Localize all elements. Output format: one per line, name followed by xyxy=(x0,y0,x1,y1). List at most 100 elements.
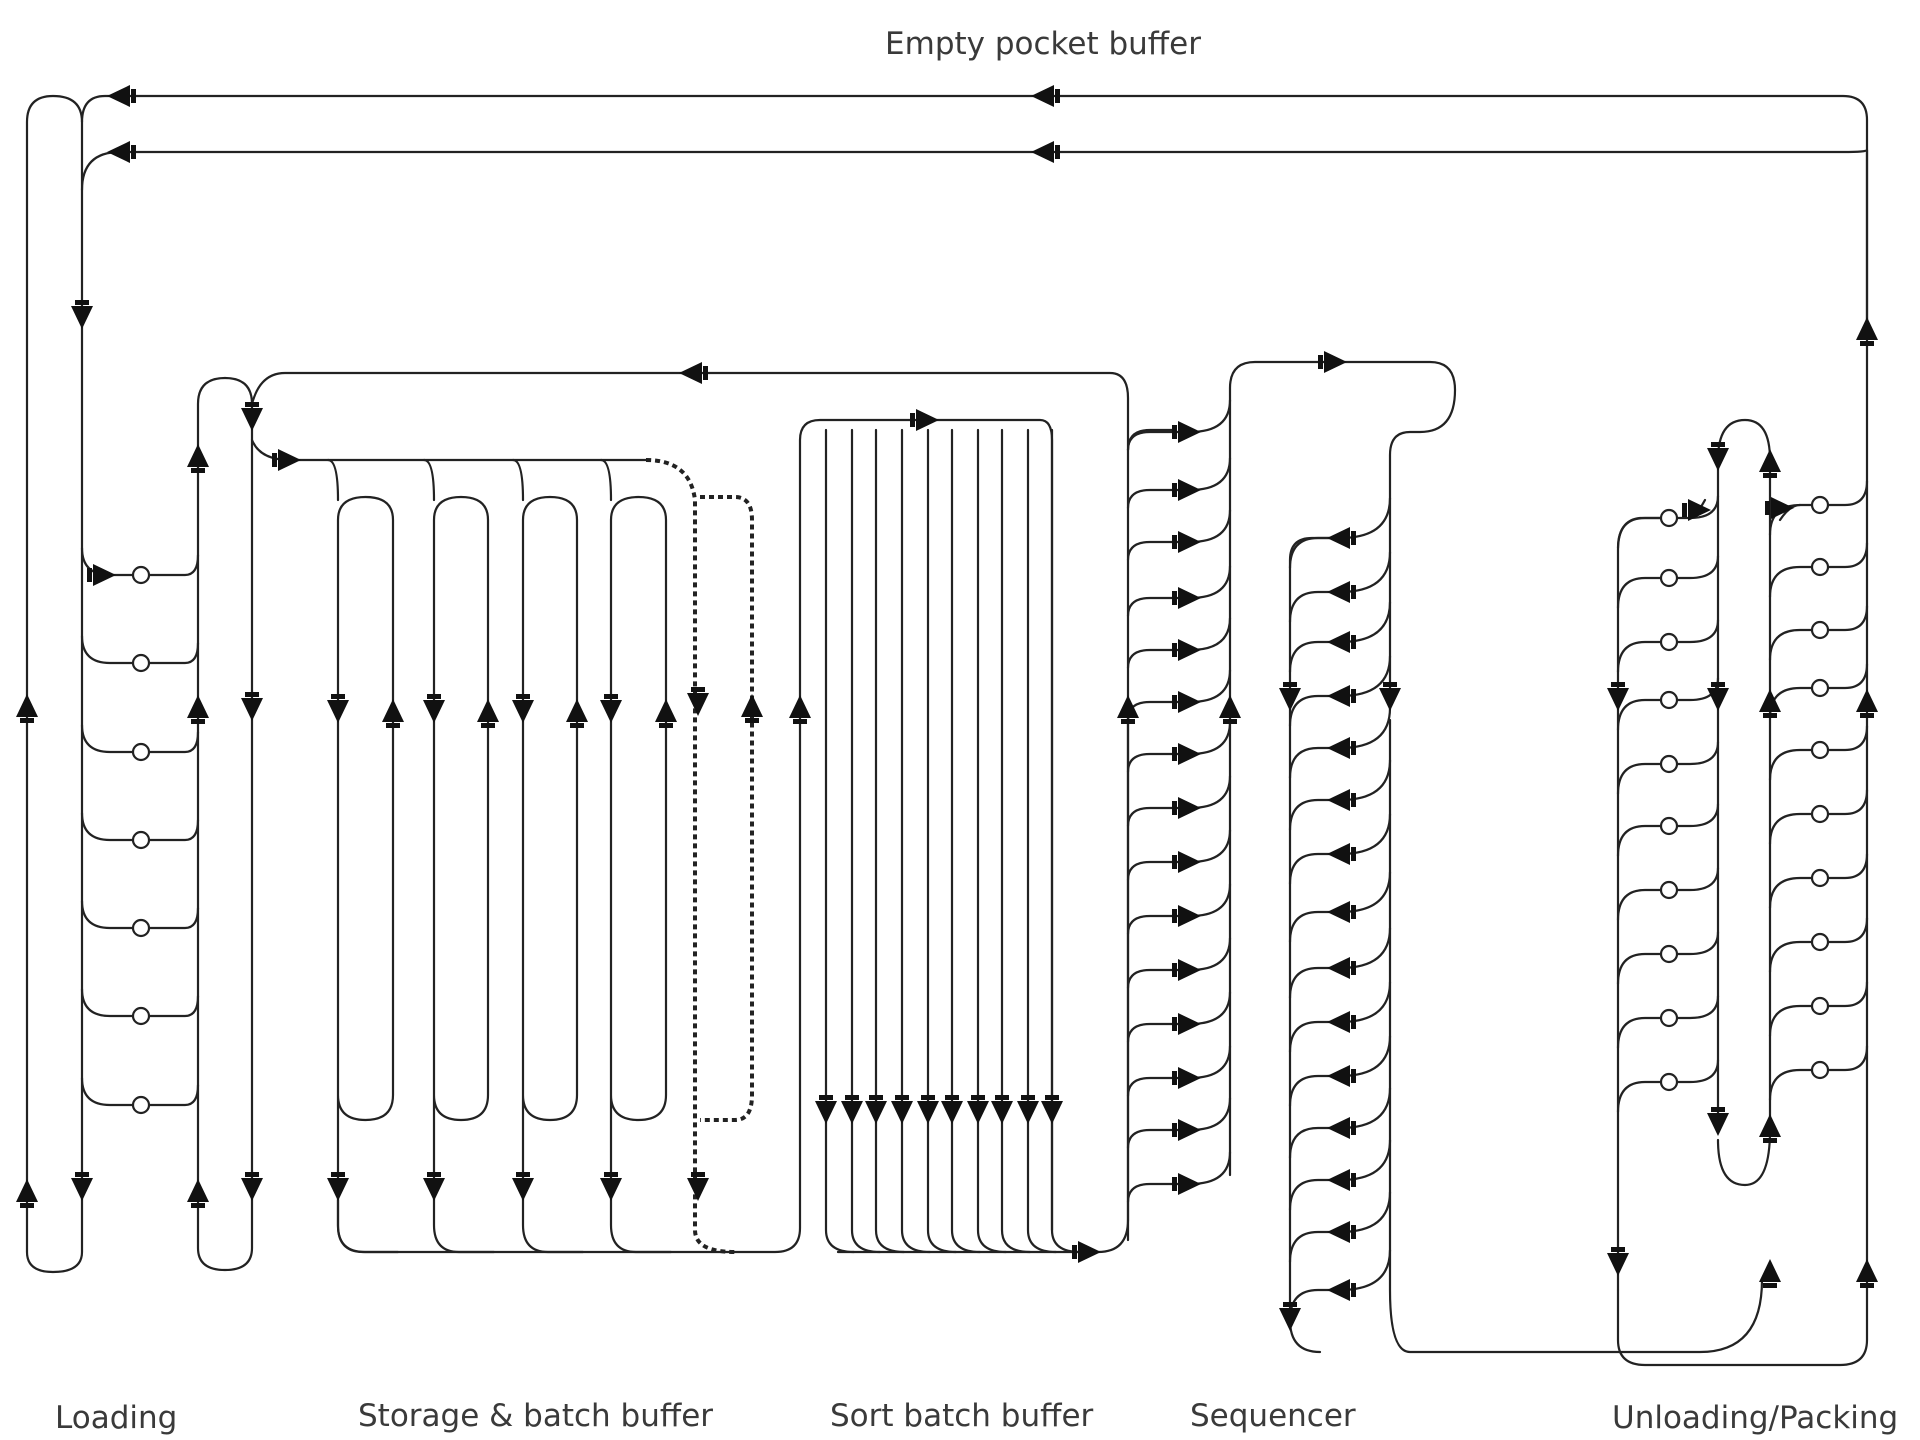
loading-station-6 xyxy=(131,1006,151,1026)
arrow-stub xyxy=(1172,1017,1177,1031)
unload-right-station-6 xyxy=(1810,804,1830,824)
sequencer-output-rail xyxy=(1288,536,1337,1322)
loading-down-4 xyxy=(241,1178,263,1201)
sequencer-in-arrow-5 xyxy=(1178,639,1201,661)
storage-lane-1 xyxy=(336,495,395,1192)
storage-lane-down-1 xyxy=(327,700,349,723)
arrow-stub xyxy=(869,1095,883,1100)
sequencer-top-arrow xyxy=(1324,351,1347,373)
storage-bypass-down-low xyxy=(687,1178,709,1201)
storage-entry-arrow xyxy=(278,449,301,471)
sequencer-out-arrow-9 xyxy=(1327,957,1350,979)
arrow-stub xyxy=(1711,682,1725,687)
arrow-stub xyxy=(1860,341,1874,346)
section-label-storage: Storage & batch buffer xyxy=(358,1398,713,1434)
sequencer-out-arrow-4 xyxy=(1327,685,1350,707)
unload-down-left-low xyxy=(1607,1253,1629,1276)
sequencer-in-arrow-13 xyxy=(1178,1067,1201,1089)
storage-bypass-up xyxy=(741,694,763,717)
arrow-stub xyxy=(191,719,205,724)
storage-lane-4 xyxy=(609,495,668,1192)
sequencer-out-arrow-7 xyxy=(1327,843,1350,865)
arrow-stub xyxy=(191,468,205,473)
loading-riser-up-2 xyxy=(187,695,209,718)
empty-pocket-buffer-title: Empty pocket buffer xyxy=(885,26,1201,62)
sequencer-out-arrow-14 xyxy=(1327,1221,1350,1243)
arrow-stub xyxy=(1172,535,1177,549)
loading-outer-loop xyxy=(25,94,84,1274)
arrow-stub xyxy=(20,1203,34,1208)
loading-riser-up-1 xyxy=(187,444,209,467)
storage-lane-feed-3 xyxy=(511,458,525,502)
storage-distribution-line xyxy=(250,438,652,462)
unload-right-station-10 xyxy=(1810,1060,1830,1080)
unload-right-station-1 xyxy=(1810,495,1830,515)
arrow-stub xyxy=(971,1095,985,1100)
unload-left-station-3 xyxy=(1659,632,1679,652)
arrow-stub xyxy=(1055,145,1060,159)
sequencer-left-rail xyxy=(1126,428,1177,1222)
storage-lane-down-low-2 xyxy=(423,1178,445,1201)
sequencer-in-arrow-3 xyxy=(1178,531,1201,553)
sort-lane-arrow-9 xyxy=(1017,1101,1039,1124)
sequencer-out-arrow-5 xyxy=(1327,737,1350,759)
arrow-stub xyxy=(1351,847,1356,861)
arrow-stub xyxy=(331,1172,345,1177)
storage-lane-down-low-3 xyxy=(512,1178,534,1201)
arrow-stub xyxy=(1172,643,1177,657)
unload-inner-up-low xyxy=(1759,1114,1781,1137)
buffer-arrow-left-1 xyxy=(107,85,130,107)
unload-right-station-7 xyxy=(1810,868,1830,888)
sequencer-out-arrow-3 xyxy=(1327,631,1350,653)
sort-lane-arrow-7 xyxy=(967,1101,989,1124)
arrow-stub xyxy=(481,723,495,728)
loading-return-bottom xyxy=(196,1188,254,1272)
arrow-stub xyxy=(131,145,136,159)
arrow-stub xyxy=(245,1172,259,1177)
unload-right-station-4 xyxy=(1810,678,1830,698)
sequencer-out-arrow-6 xyxy=(1327,789,1350,811)
sort-lane-arrow-10 xyxy=(1041,1101,1063,1124)
arrow-stub xyxy=(1383,682,1397,687)
arrow-stub xyxy=(910,413,915,427)
storage-bypass-path xyxy=(645,458,736,1254)
buffer-arrow-left-3 xyxy=(107,141,130,163)
loading-down-arrow-low xyxy=(71,1178,93,1201)
arrow-stub xyxy=(516,1172,530,1177)
sort-lane-10 xyxy=(1050,428,1082,1254)
flow-arrows xyxy=(16,85,1878,1331)
arrow-stub xyxy=(1172,747,1177,761)
sequencer-down-right xyxy=(1379,688,1401,711)
arrow-stub xyxy=(745,718,759,723)
sequencer-out-arrow-13 xyxy=(1327,1169,1350,1191)
buffer-return-line-outer xyxy=(80,94,1869,1192)
sequencer-out-arrow-15 xyxy=(1327,1279,1350,1301)
sort-lane-arrow-5 xyxy=(917,1101,939,1124)
storage-lane-up-2 xyxy=(477,699,499,722)
arrow-stub xyxy=(1611,1247,1625,1252)
arrow-stub xyxy=(1172,591,1177,605)
sort-feed-arrow xyxy=(916,409,939,431)
arrow-stub xyxy=(793,719,807,724)
sort-lane-arrow-4 xyxy=(891,1101,913,1124)
arrow-stub xyxy=(1045,1095,1059,1100)
arrow-stub xyxy=(427,694,441,699)
storage-lane-out-3 xyxy=(521,1193,585,1254)
unload-inner-down-top xyxy=(1707,448,1729,471)
stations xyxy=(131,495,1830,1115)
arrow-stub xyxy=(1763,1138,1777,1143)
buffer-arrow-left-4 xyxy=(1031,141,1054,163)
loading-up-arrow-mid xyxy=(16,694,38,717)
arrow-stub xyxy=(1765,501,1770,515)
arrow-stub xyxy=(1351,1225,1356,1239)
unload-right-station-9 xyxy=(1810,996,1830,1016)
sort-lane-6 xyxy=(950,428,982,1254)
arrow-stub xyxy=(191,1203,205,1208)
arrow-stub xyxy=(1283,682,1297,687)
arrow-stub xyxy=(245,402,259,407)
storage-lane-3 xyxy=(521,495,579,1192)
unload-inner-up-mid xyxy=(1759,689,1781,712)
sequencer-out-arrow-8 xyxy=(1327,901,1350,923)
arrow-stub xyxy=(1172,855,1177,869)
arrow-stub xyxy=(1351,961,1356,975)
